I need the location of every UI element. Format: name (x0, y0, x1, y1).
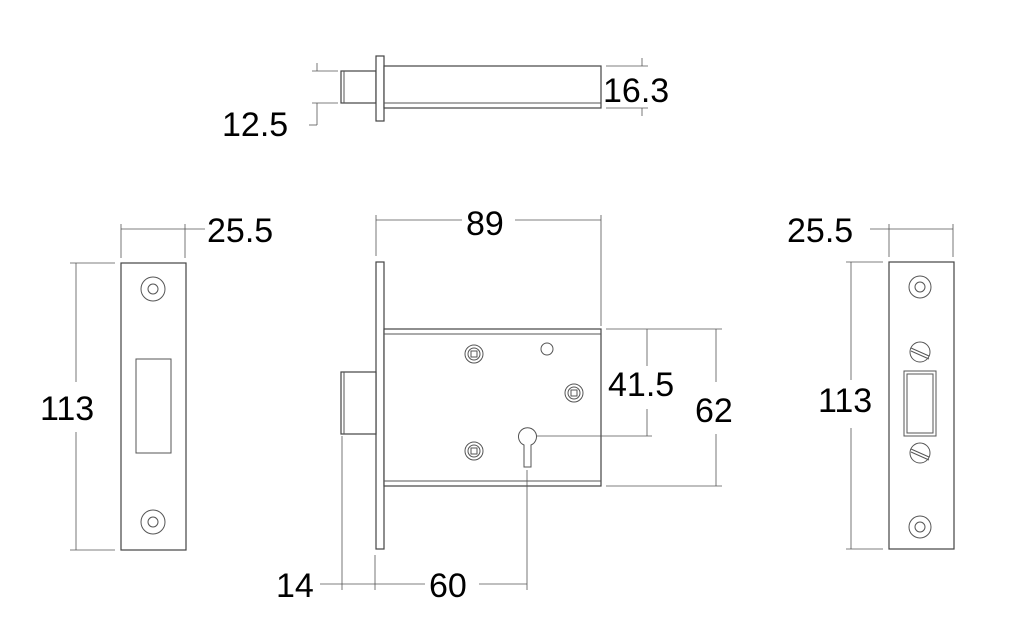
bolt-aperture (903, 370, 937, 437)
dim-strike-width: 25.5 (207, 212, 273, 250)
forend-flange (375, 55, 385, 122)
left-strike-plate: 25.5 113 (40, 212, 273, 551)
dim-forend-width: 25.5 (787, 212, 853, 250)
screw-hole-icon (140, 509, 166, 535)
bolt-aperture (135, 358, 172, 454)
strike-plate-body (120, 262, 187, 551)
bolt-top-view: 12.5 16.3 (222, 55, 669, 144)
dim-case-thickness: 16.3 (603, 72, 669, 110)
dim-keyhole-to-follower: 41.5 (608, 366, 674, 404)
bolt (340, 371, 377, 435)
dim-case-height: 62 (695, 392, 733, 430)
right-forend-plate: 25.5 113 (787, 212, 955, 550)
slotted-screw-icon (909, 442, 931, 464)
dim-overall-depth: 89 (466, 205, 504, 243)
lock-case (383, 328, 602, 487)
dim-forend-height: 113 (818, 382, 872, 420)
keyhole-icon (518, 427, 537, 468)
dim-backset: 60 (429, 567, 467, 605)
bolt-tip (340, 70, 377, 104)
screw-icon (464, 344, 484, 364)
dim-bolt-width: 12.5 (222, 106, 288, 144)
spindle-hole (540, 342, 554, 356)
case-body (383, 65, 602, 109)
slotted-screw-icon (909, 341, 931, 363)
dim-strike-height: 113 (40, 390, 94, 428)
screw-hole-icon (140, 276, 166, 302)
screw-icon (564, 383, 584, 403)
dim-bolt-throw: 14 (276, 567, 314, 605)
screw-hole-icon (908, 515, 932, 539)
screw-hole-icon (908, 275, 932, 299)
forend (375, 261, 385, 550)
screw-icon (464, 441, 484, 461)
lock-body-side-view: 89 41.5 62 14 60 (276, 205, 733, 605)
forend-plate-body (888, 261, 955, 550)
